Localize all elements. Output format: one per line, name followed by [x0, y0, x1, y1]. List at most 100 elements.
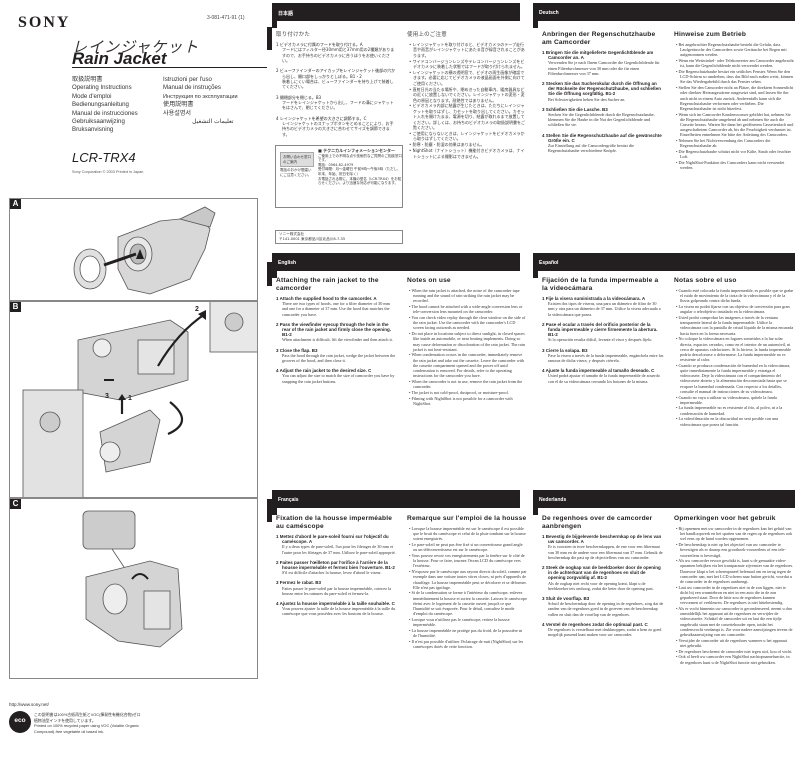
section-title: Hinweise zum Betrieb: [674, 31, 747, 38]
note-item: Die Regenschutzhaube schützt nicht vor K…: [674, 149, 794, 159]
note-item: Wenn ein Weitwinkel- oder Telekonverter …: [674, 58, 794, 68]
step: 4 Verstel de regenhoes zodat die optimaa…: [542, 622, 664, 638]
step: 4 Adjust the rain jacket to the desired …: [276, 368, 396, 384]
step-body: レインジャケットのスナップボタンをとめることにより、お手持ちのビデオカメラの大き…: [282, 120, 394, 137]
note-item: Lorsque la housse imperméable est sur le…: [407, 526, 527, 542]
side-tab-marker: [267, 27, 272, 50]
english-attach-column: Attaching the rain jacket to the camcord…: [276, 277, 396, 389]
nederlands-attach-column: De regenhoes over de camcorder aanbrenge…: [542, 515, 664, 642]
section-header-nederlands: Nederlands: [533, 490, 795, 515]
step-title: 4 Verstel de regenhoes zodat die optimaa…: [542, 621, 648, 627]
notes-list: レインジャケットを取り付けると、ビデオカメラのテープ走行音や雨音がレインジャケッ…: [407, 42, 525, 159]
step-body: 装着しにくい場合は、ビューファインダーを持ち上げて装着してください。: [282, 78, 394, 90]
step-title: 2 Pass the viewfinder eyecup through the…: [276, 321, 392, 338]
step: 1 Bevestig de bijgeleverde beschermkap o…: [542, 534, 664, 560]
step-title: 3 Cierre la solapa. B3: [542, 347, 588, 353]
step-title: 4 Adjust the rain jacket to the desired …: [276, 368, 372, 374]
francais-attach-column: Fixation de la housse imperméable au cam…: [276, 515, 396, 622]
note-item: レインジャケットの横の透明窓で、ビデオの再生画像が確認できます。必要に応じてビデ…: [407, 70, 525, 86]
support-phone: 電話：0564-62-4979: [318, 162, 354, 167]
company-address: 〒141-0001 東京都品川区北品川6-7-35: [279, 237, 346, 241]
note-item: Si de la condensation se forme à l'intér…: [407, 590, 527, 616]
step-title: 1 Bevestig de bijgeleverde beschermkap o…: [542, 534, 662, 545]
language-list-1: 取扱説明書 Operating Instructions Mode d'empl…: [72, 76, 138, 135]
title-rule: [72, 67, 267, 68]
note-item: The hood cannot be attached with a wide-…: [407, 304, 527, 314]
step: 1 Attach the supplied hood to the camcor…: [276, 296, 396, 317]
eco-notice-jp: この説明書は100%古紙再生紙とVOC(揮発性有機化合物)ゼロ植物油型インキを使…: [34, 712, 141, 723]
language-item: Bruksanvisning: [72, 126, 114, 134]
note-item: When the camcorder is not in use, remove…: [407, 379, 527, 389]
step-body: Pass the hood through the rain jacket, w…: [282, 352, 396, 364]
step-body: Existen dos tipos de viseras, una para u…: [548, 301, 661, 317]
step: 4 Ajustez la housse imperméable à la tai…: [276, 601, 396, 617]
note-item: ワイドコンバージョンレンズやテレコンバージョンレンズをビデオカメラに装着した状態…: [407, 59, 525, 70]
note-item: No coloque la videocámara en lugares som…: [674, 336, 794, 362]
rain-jacket-fitting-illustration: 2 1 3: [22, 302, 257, 497]
section-title: Notes on use: [407, 277, 451, 284]
step-title: 1 Bringen Sie die mitgelieferte Gegenlic…: [542, 50, 654, 61]
eco-notice: この説明書は100%古紙再生紙とVOC(揮発性有機化合物)ゼロ植物油型インキを使…: [34, 712, 144, 734]
note-item: ご使用にならないときは、レインジャケットをビデオカメラから取りはずしてください。: [407, 131, 525, 142]
step-body: Usted podrá ajustar el tamaño de la fund…: [548, 373, 660, 384]
step: 1 Fije la visera suministrada a la video…: [542, 296, 664, 317]
note-item: La funda impermeable no es resistente al…: [674, 405, 794, 415]
note-item: Bij opnemen met uw camcorder in de regen…: [674, 526, 794, 542]
step-title: 1 Fije la visera suministrada a la video…: [542, 296, 646, 301]
section-header-francais: Français: [272, 490, 520, 515]
note-item: Cuando se produzca condensación de humed…: [674, 363, 794, 394]
note-item: Le pare-soleil ne peut pas être fixé si …: [407, 542, 527, 552]
step-body: You can adjust the size to match the siz…: [282, 373, 395, 384]
sony-url[interactable]: http://www.sony.net/: [9, 702, 49, 707]
step-1-label: 1: [128, 395, 132, 402]
note-item: Laat uw camcorder in de regenhoes niet i…: [674, 585, 794, 606]
step: 4 Ajuste la funda impermeable al tamaño …: [542, 368, 664, 384]
section-title: Opmerkingen voor het gebruik: [674, 515, 776, 522]
notes-list: Bei angebrachter Regenschutzhaube besteh…: [674, 42, 794, 170]
support-desc: ご使用上での不明な点や技術的なご質問のご相談窓口です。: [318, 153, 402, 163]
step: 2 Faites passer l'œilleton par l'orifice…: [276, 560, 396, 576]
language-item: تعليمات التشغيل: [192, 118, 234, 126]
nederlands-notes-column: Opmerkingen voor het gebruik Bij opnemen…: [674, 515, 794, 665]
section-title: 取り付けかた: [276, 32, 311, 38]
step-title: 2 Faites passer l'œilleton par l'orifice…: [276, 559, 395, 571]
deutsch-attach-column: Anbringen der Regenschutzhaube am Camcor…: [542, 31, 664, 158]
eco-notice-en: Printed on 100% recycled paper using VOC…: [34, 723, 139, 734]
note-item: Als uw camcorder ervoor geschikt is, kun…: [674, 558, 794, 584]
note-item: La visera no podrá fijarse con un objeti…: [674, 304, 794, 314]
step-title: 4 Ajuste la funda impermeable al tamaño …: [542, 368, 655, 374]
part-number: 3-081-471-91 (1): [207, 15, 245, 21]
note-item: Usted podrá comprobar las imágenes a tra…: [674, 315, 794, 336]
step-body: Faites passer le pare-soleil par la hous…: [282, 585, 392, 596]
step-title: 1 Attach the supplied hood to the camcor…: [276, 296, 377, 301]
section-title: Fixation de la housse imperméable au cam…: [276, 515, 393, 530]
notes-list: Cuando esté colocada la funda impermeabl…: [674, 288, 794, 427]
section-header-deutsch: Deutsch: [533, 3, 795, 28]
note-item: De regenhoes beschermt de camcorder niet…: [674, 649, 794, 654]
company-name: ソニー株式会社: [279, 232, 305, 236]
step-body: There are two types of hoods, one for a …: [282, 301, 390, 317]
step-title: 3 開閉部分を閉じる。B3: [276, 94, 322, 100]
note-item: The jacket is not cold-proof, dustproof,…: [407, 390, 527, 395]
note-item: La videofilmación en la obscuridad no se…: [674, 416, 794, 426]
note-item: When condensation occurs in the camcorde…: [407, 352, 527, 378]
section-title: Anbringen der Regenschutzhaube am Camcor…: [542, 31, 656, 46]
language-item: 사용설명서: [163, 109, 192, 117]
figure-a-label: A: [10, 199, 21, 209]
language-item: 取扱説明書: [72, 76, 103, 83]
step-2-label: 2: [195, 306, 199, 313]
language-list-2: Istruzioni per l'uso Manual de instruçõe…: [163, 76, 238, 126]
step-body: Verwenden Sie je nach Ihrem Camcorder di…: [548, 60, 660, 76]
note-item: La housse imperméable ne protège pas du …: [407, 628, 527, 638]
section-title: 使用上のご注意: [407, 32, 447, 38]
step: 1 Bringen Sie die mitgelieferte Gegenlic…: [542, 50, 664, 76]
deutsch-notes-column: Hinweise zum Betrieb Bei angebrachter Re…: [674, 31, 794, 171]
language-item: Gebruiksaanwijzing: [72, 118, 125, 126]
step-body: Als de oogkap niet recht voor de opening…: [548, 580, 654, 591]
note-item: N'exposez pas le caméscope aux rayons di…: [407, 569, 527, 590]
note-item: ビデオカメラ内部に結露が生じたときは、ただちにレインジャケットを取りはずし、カセ…: [407, 103, 525, 130]
